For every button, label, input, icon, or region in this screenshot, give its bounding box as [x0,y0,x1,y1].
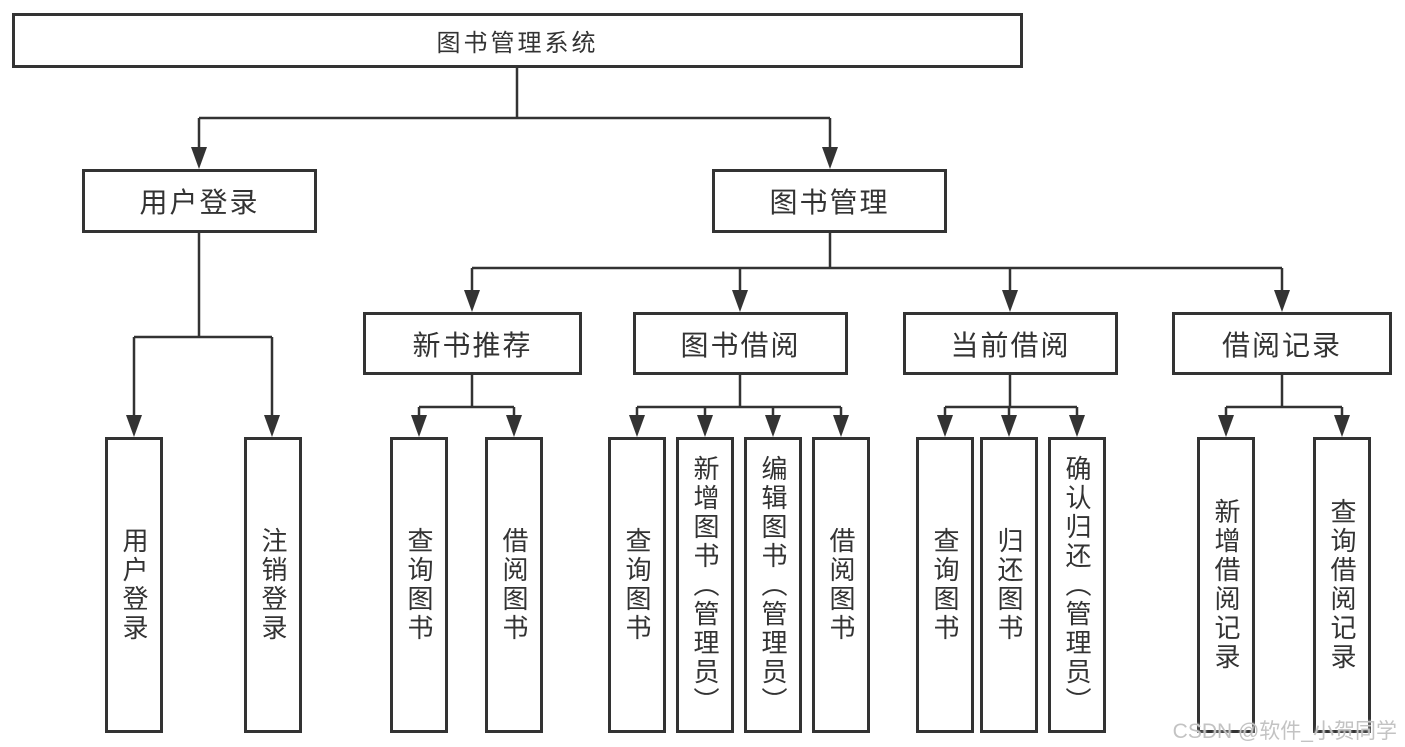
leaf-label: 确认归还（管理员） [1062,454,1092,716]
node-current-borrowing: 当前借阅 [903,312,1118,375]
node-label: 当前借阅 [950,329,1071,361]
leaf-label: 查询借阅记录 [1327,498,1357,672]
node-label: 借阅记录 [1221,329,1342,361]
leaf-label: 注销登录 [258,527,288,643]
leaf-confirm-return-admin: 确认归还（管理员） [1048,437,1106,733]
leaf-query-book-recommend: 查询图书 [390,437,448,733]
leaf-add-borrow-record: 新增借阅记录 [1197,437,1255,733]
leaf-add-book-admin: 新增图书（管理员） [676,437,734,733]
leaf-label: 新增图书（管理员） [690,454,720,716]
leaf-label: 查询图书 [622,527,652,643]
node-label: 图书借阅 [680,329,801,361]
node-label: 新书推荐 [412,329,533,361]
node-new-book-recommend: 新书推荐 [363,312,582,375]
node-library-management-system: 图书管理系统 [12,13,1023,68]
leaf-label: 查询图书 [404,527,434,643]
leaf-label: 查询图书 [930,527,960,643]
leaf-label: 借阅图书 [826,527,856,643]
leaf-borrow-book: 借阅图书 [812,437,870,733]
node-label: 图书管理 [769,187,890,218]
node-borrowing-records: 借阅记录 [1172,312,1392,375]
csdn-watermark: CSDN @软件_小贺同学 [1172,720,1397,743]
leaf-logout-login: 注销登录 [244,437,302,733]
leaf-query-borrow-record: 查询借阅记录 [1313,437,1371,733]
leaf-label: 借阅图书 [499,527,529,643]
node-book-borrowing: 图书借阅 [633,312,848,375]
node-book-management: 图书管理 [712,169,947,233]
node-label: 图书管理系统 [436,30,599,57]
leaf-user-login: 用户登录 [105,437,163,733]
node-user-login: 用户登录 [82,169,317,233]
leaf-query-book-current: 查询图书 [916,437,974,733]
leaf-query-book-borrowing: 查询图书 [608,437,666,733]
leaf-label: 编辑图书（管理员） [758,454,788,716]
leaf-label: 新增借阅记录 [1211,498,1241,672]
leaf-label: 归还图书 [994,527,1024,643]
leaf-return-book: 归还图书 [980,437,1038,733]
leaf-label: 用户登录 [119,527,149,643]
leaf-edit-book-admin: 编辑图书（管理员） [744,437,802,733]
node-label: 用户登录 [139,187,260,218]
leaf-borrow-book-recommend: 借阅图书 [485,437,543,733]
